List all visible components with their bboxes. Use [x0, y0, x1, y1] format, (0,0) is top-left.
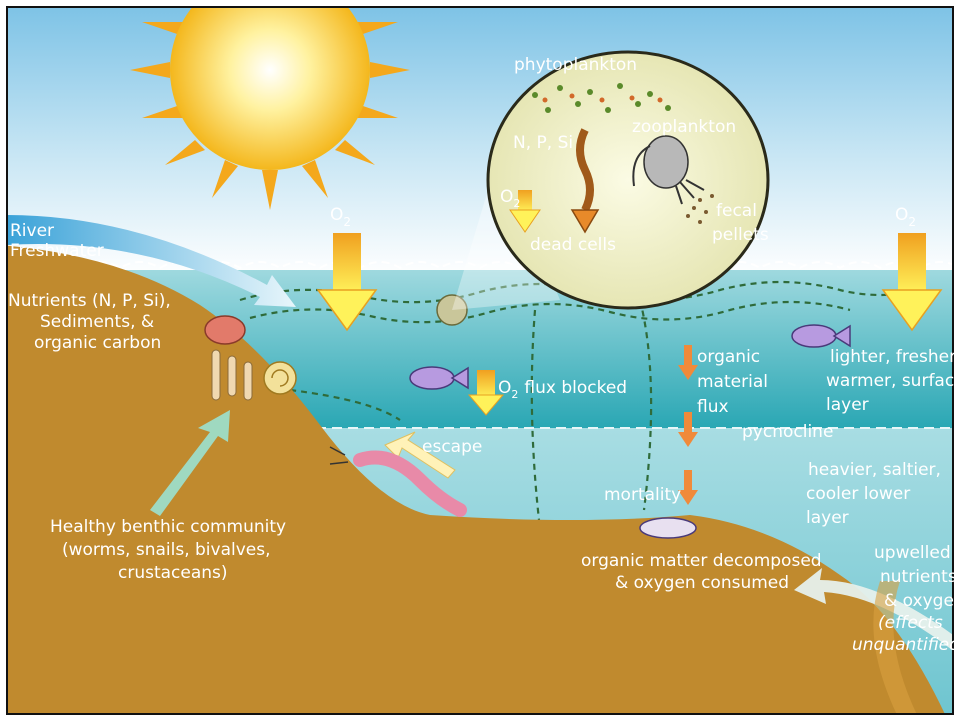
pycnocline-label: pycnocline	[742, 422, 833, 442]
fecal-label: fecal	[716, 201, 757, 221]
crab-icon	[205, 316, 245, 344]
snail-icon	[264, 362, 296, 394]
upwelled-label-5: unquantified)	[852, 635, 960, 655]
upwelled-label-3: & oxygen	[884, 591, 960, 611]
zooplankton-label: zooplankton	[632, 117, 736, 137]
organic-label-3: flux	[697, 397, 729, 417]
upwelled-label-1: upwelled	[874, 543, 951, 563]
benthic-label-2: (worms, snails, bivalves,	[62, 540, 271, 560]
phytoplankton-label: phytoplankton	[514, 55, 637, 75]
surface-label-2: warmer, surface	[826, 371, 960, 391]
river-label-2: Freshwater	[10, 241, 104, 261]
dead-fish-icon	[640, 518, 696, 538]
benthic-label-1: Healthy benthic community	[50, 517, 286, 537]
decomposed-label-2: & oxygen consumed	[615, 573, 789, 593]
surface-label-3: layer	[826, 395, 869, 415]
escape-label: escape	[422, 437, 482, 457]
organic-label-1: organic	[697, 347, 760, 367]
decomposed-label-1: organic matter decomposed	[581, 551, 822, 571]
mortality-label: mortality	[604, 485, 681, 505]
organic-label-2: material	[697, 372, 768, 392]
benthic-label-3: crustaceans)	[118, 563, 228, 583]
npsi-label: N, P, Si	[513, 133, 573, 153]
upwelled-label-4: (effects	[878, 613, 943, 633]
upwelled-label-2: nutrients	[880, 567, 957, 587]
surface-label-1: lighter, fresher,	[830, 347, 960, 367]
lower-label-2: cooler lower	[806, 484, 910, 504]
nutrients-label-3: organic carbon	[34, 333, 161, 353]
river-label-1: River	[10, 221, 54, 241]
nutrients-label-1: Nutrients (N, P, Si),	[8, 291, 171, 311]
pellets-label: pellets	[712, 225, 769, 245]
nutrients-label-2: Sediments, &	[40, 312, 154, 332]
lower-label-3: layer	[806, 508, 849, 528]
dead-cells-label: dead cells	[530, 235, 616, 255]
plankton-inset	[488, 52, 768, 308]
lower-label-1: heavier, saltier,	[808, 460, 941, 480]
